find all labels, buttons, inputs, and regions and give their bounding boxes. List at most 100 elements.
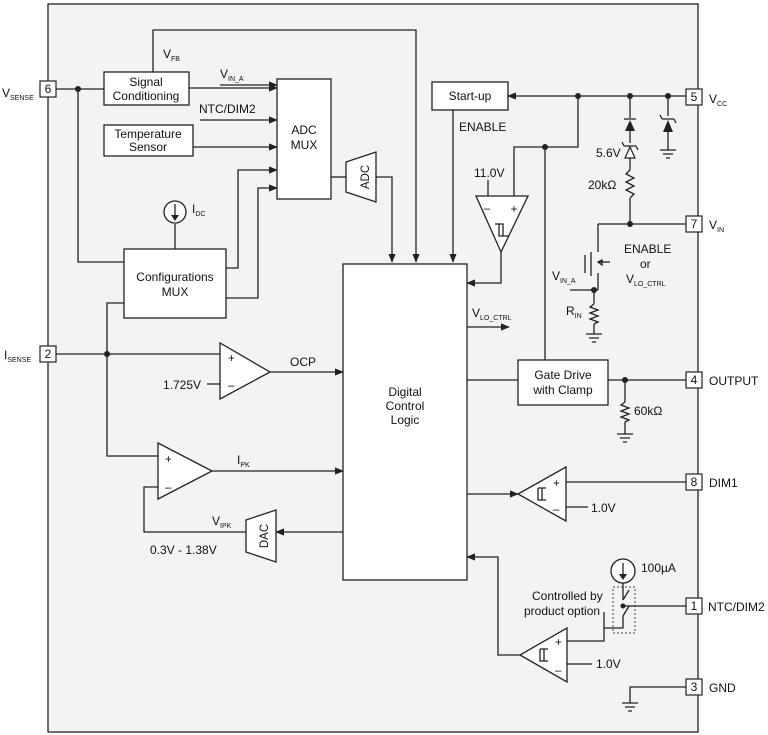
dac-label: DAC: [259, 524, 271, 548]
vlo-ctrl-pin-label: VLO_CTRL: [626, 272, 666, 288]
adc-mux-label-2: MUX: [291, 138, 318, 152]
product-option-switches: [603, 586, 636, 634]
svg-text:OUTPUT: OUTPUT: [709, 374, 759, 388]
pin-output: 4 OUTPUT: [685, 371, 759, 389]
rin-label: RIN: [566, 304, 582, 320]
logic-label-2: Control: [386, 399, 425, 413]
ref-1v725-label: 1.725V: [163, 378, 201, 392]
signal-conditioning-label-2: Conditioning: [113, 89, 180, 103]
hysteresis-icon: [539, 648, 548, 662]
start-up-block: Start-up: [431, 81, 509, 111]
temperature-sensor-label-2: Sensor: [129, 140, 167, 154]
configurations-mux-block: Configurations MUX: [123, 248, 227, 319]
dim1-comparator: + –: [516, 465, 567, 523]
pin-vsense: 6 VSENSE: [2, 80, 57, 102]
svg-text:VCC: VCC: [709, 92, 727, 108]
logic-label-1: Digital: [388, 385, 421, 399]
enable-or-label-1: ENABLE: [624, 242, 671, 256]
ref-11v-label: 11.0V: [474, 166, 504, 180]
gate-drive-label-1: Gate Drive: [534, 368, 592, 382]
ipk-label: IPK: [237, 453, 250, 469]
ipk-comparator: + –: [157, 441, 214, 501]
adc-mux-block: ADC MUX: [276, 78, 332, 200]
logic-label-3: Logic: [391, 413, 420, 427]
svg-text:DIM1: DIM1: [709, 476, 738, 490]
configurations-mux-label-1: Configurations: [136, 270, 213, 284]
resistor-20k-icon: [624, 169, 636, 199]
pin-dim1: 8 DIM1: [685, 473, 738, 491]
vin-a-label: VIN_A: [220, 67, 244, 83]
pin-vcc: 5 VCC: [685, 88, 727, 108]
svg-text:8: 8: [691, 475, 698, 489]
pin-vin: 7 VIN: [685, 215, 724, 234]
svg-text:–: –: [555, 665, 562, 677]
gate-drive-label-2: with Clamp: [532, 383, 593, 397]
vin-a2-label: VIN_A: [552, 269, 576, 285]
svg-text:–: –: [228, 380, 235, 392]
ocp-label: OCP: [290, 355, 316, 369]
svg-text:1: 1: [691, 599, 698, 613]
svg-text:6: 6: [45, 82, 52, 96]
svg-text:4: 4: [691, 373, 698, 387]
svg-text:–: –: [165, 482, 172, 494]
svg-text:+: +: [555, 637, 562, 649]
current-source-100ua-icon: [610, 558, 636, 584]
svg-text:5: 5: [691, 90, 698, 104]
dac-range-label: 0.3V - 1.38V: [150, 543, 217, 557]
signal-conditioning-block: Signal Conditioning: [103, 71, 190, 106]
pin-isense: 2 ISENSE: [4, 345, 57, 364]
vipk-label: VIPK: [212, 514, 232, 530]
svg-text:+: +: [228, 353, 235, 365]
wires: [56, 29, 694, 712]
digital-control-logic-block: Digital Control Logic: [342, 263, 468, 581]
dac-converter: DAC: [245, 509, 277, 563]
ntc-comparator: + –: [518, 626, 568, 684]
svg-text:+: +: [165, 454, 172, 466]
ntc-dim2-input-label: NTC/DIM2: [199, 102, 256, 116]
signal-conditioning-label-1: Signal: [129, 75, 162, 89]
hysteresis-icon: [495, 223, 509, 237]
hysteresis-icon: [537, 487, 546, 501]
start-up-label: Start-up: [449, 89, 492, 103]
svg-text:VSENSE: VSENSE: [2, 86, 34, 102]
svg-text:2: 2: [45, 347, 52, 361]
temperature-sensor-block: Temperature Sensor: [103, 124, 194, 157]
ntc-ref-label: 1.0V: [596, 657, 621, 671]
vlo-ctrl-label: VLO_CTRL: [472, 306, 512, 322]
svg-text:7: 7: [691, 217, 698, 231]
pin-ntc-dim2: 1 NTC/DIM2: [685, 597, 765, 615]
svg-text:ISENSE: ISENSE: [4, 348, 31, 364]
vcc-uvlo-comparator: – +: [474, 195, 530, 254]
adc-mux-label-1: ADC: [291, 123, 317, 137]
idc-label: IDC: [192, 202, 205, 218]
gate-drive-block: Gate Drive with Clamp: [517, 359, 609, 406]
zener-5v6-icon: [621, 118, 639, 159]
controlled-by-label-1: Controlled by: [532, 589, 603, 603]
svg-text:3: 3: [691, 680, 698, 694]
pin-gnd: 3 GND: [685, 678, 736, 696]
svg-text:GND: GND: [709, 681, 736, 695]
enable-startup-label: ENABLE: [459, 120, 506, 134]
zener-5v6-label: 5.6V: [596, 146, 621, 160]
current-100ua-label: 100µA: [641, 561, 676, 575]
enable-or-label-2: or: [640, 257, 651, 271]
resistor-20k-label: 20kΩ: [588, 178, 616, 192]
adc-label: ADC: [360, 165, 372, 189]
vfb-label: VFB: [163, 47, 180, 63]
svg-text:–: –: [553, 504, 560, 516]
dim1-ref-label: 1.0V: [591, 501, 616, 515]
resistor-rin-icon: [588, 303, 600, 325]
controlled-by-label-2: product option: [524, 604, 600, 618]
ocp-comparator: + –: [219, 341, 272, 401]
resistor-60k-label: 60kΩ: [634, 404, 662, 418]
configurations-mux-label-2: MUX: [162, 285, 189, 299]
svg-text:+: +: [511, 204, 518, 216]
svg-text:+: +: [553, 478, 560, 490]
temperature-sensor-label-1: Temperature: [114, 127, 182, 141]
adc-converter: ADC: [345, 151, 377, 203]
svg-text:–: –: [484, 203, 491, 215]
vcc-zener-icon: [659, 114, 677, 132]
svg-text:NTC/DIM2: NTC/DIM2: [708, 600, 765, 614]
idc-current-source: [163, 200, 187, 224]
